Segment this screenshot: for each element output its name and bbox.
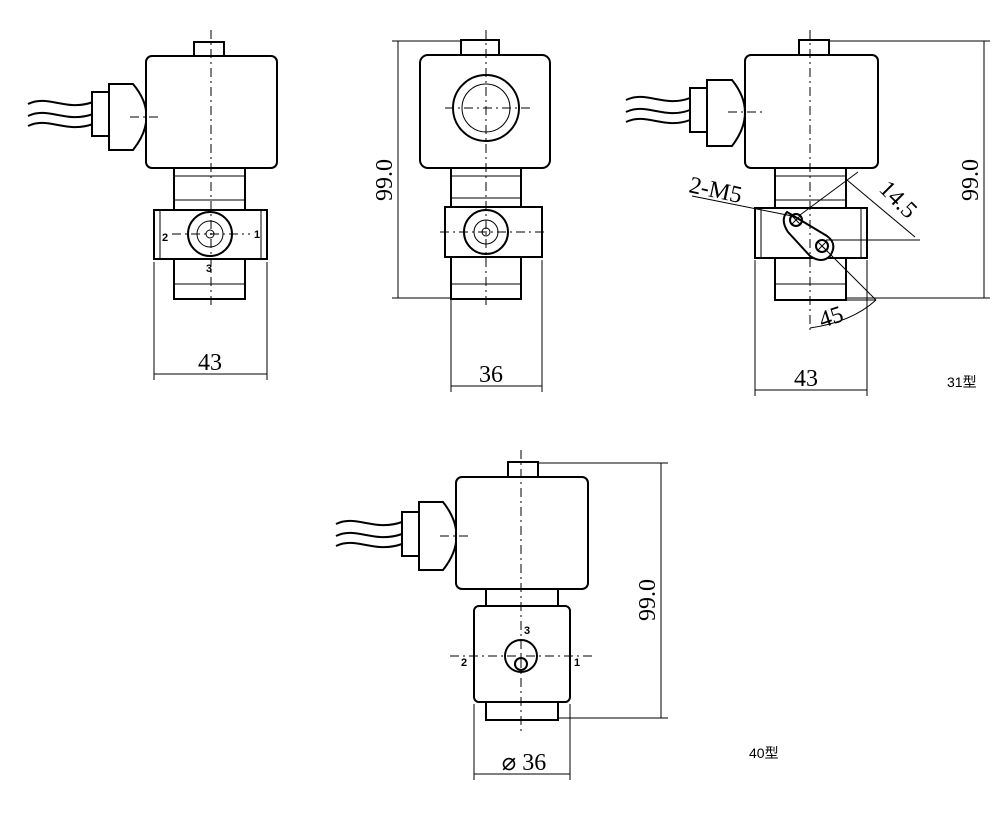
cable-gland — [689, 87, 708, 133]
cable-wire — [335, 541, 403, 549]
valve-base — [173, 258, 246, 300]
angle-dimension-label: 45 — [816, 302, 847, 334]
port-label-2: 2 — [461, 657, 467, 669]
cable-wire — [335, 531, 403, 539]
cable-gland — [401, 511, 420, 557]
cable-wire — [625, 117, 691, 125]
mounting-hole — [789, 213, 803, 227]
dimension-height-label: 99.0 — [635, 579, 661, 621]
port-label-1: 1 — [254, 229, 260, 241]
cable-wire — [27, 99, 94, 107]
top-nut — [507, 461, 539, 479]
valve-neck — [173, 167, 246, 211]
top-nut — [460, 39, 500, 57]
cable-wire — [625, 95, 691, 103]
valve-40-front-view: 2 1 3 99.0 ⌀ 36 — [335, 450, 668, 780]
cable-wire — [335, 519, 403, 527]
thread-size-label: 2-M5 — [687, 172, 745, 209]
spacing-dimension-label: 14.5 — [874, 176, 922, 224]
valve-neck — [485, 588, 559, 608]
cable-wire — [27, 121, 94, 129]
valve-31-rear-view: 2-M5 14.5 45 99.0 43 — [625, 30, 990, 396]
connector-housing — [706, 79, 746, 147]
angle-arc — [809, 299, 877, 329]
dimension-line-spacing — [846, 179, 916, 238]
connector-housing — [418, 501, 458, 571]
valve-base — [485, 701, 559, 721]
valve-body-round — [473, 605, 571, 703]
port-circle-inner — [514, 657, 528, 671]
dimension-diameter-label: ⌀ 36 — [502, 750, 546, 776]
valve-31-front-view: 2 1 3 43 — [27, 30, 278, 380]
dimension-width-label: 43 — [198, 350, 222, 376]
mounting-bracket — [782, 210, 835, 261]
cable-wire — [625, 107, 691, 115]
port-label-2: 2 — [162, 232, 168, 244]
model-label-31: 31型 — [947, 374, 977, 390]
port-label-3: 3 — [524, 625, 530, 637]
cable-wire — [27, 111, 94, 119]
cable-gland — [91, 91, 110, 137]
port-label-1: 1 — [574, 657, 580, 669]
mounting-hole — [815, 239, 829, 253]
dimension-height-label: 99.0 — [958, 159, 984, 201]
leader-thread — [691, 195, 793, 217]
coil-housing — [419, 54, 551, 169]
top-nut — [798, 39, 830, 57]
valve-31-side-view: 99.0 36 — [372, 30, 551, 392]
dimension-width-label: 36 — [479, 362, 503, 388]
dimension-height-label: 99.0 — [372, 159, 398, 201]
connector-housing — [108, 83, 148, 151]
coil-housing — [455, 476, 589, 590]
model-label-40: 40型 — [749, 745, 779, 761]
port-label-3: 3 — [206, 263, 212, 275]
coil-housing — [744, 54, 879, 169]
dimension-width-label: 43 — [794, 366, 818, 392]
